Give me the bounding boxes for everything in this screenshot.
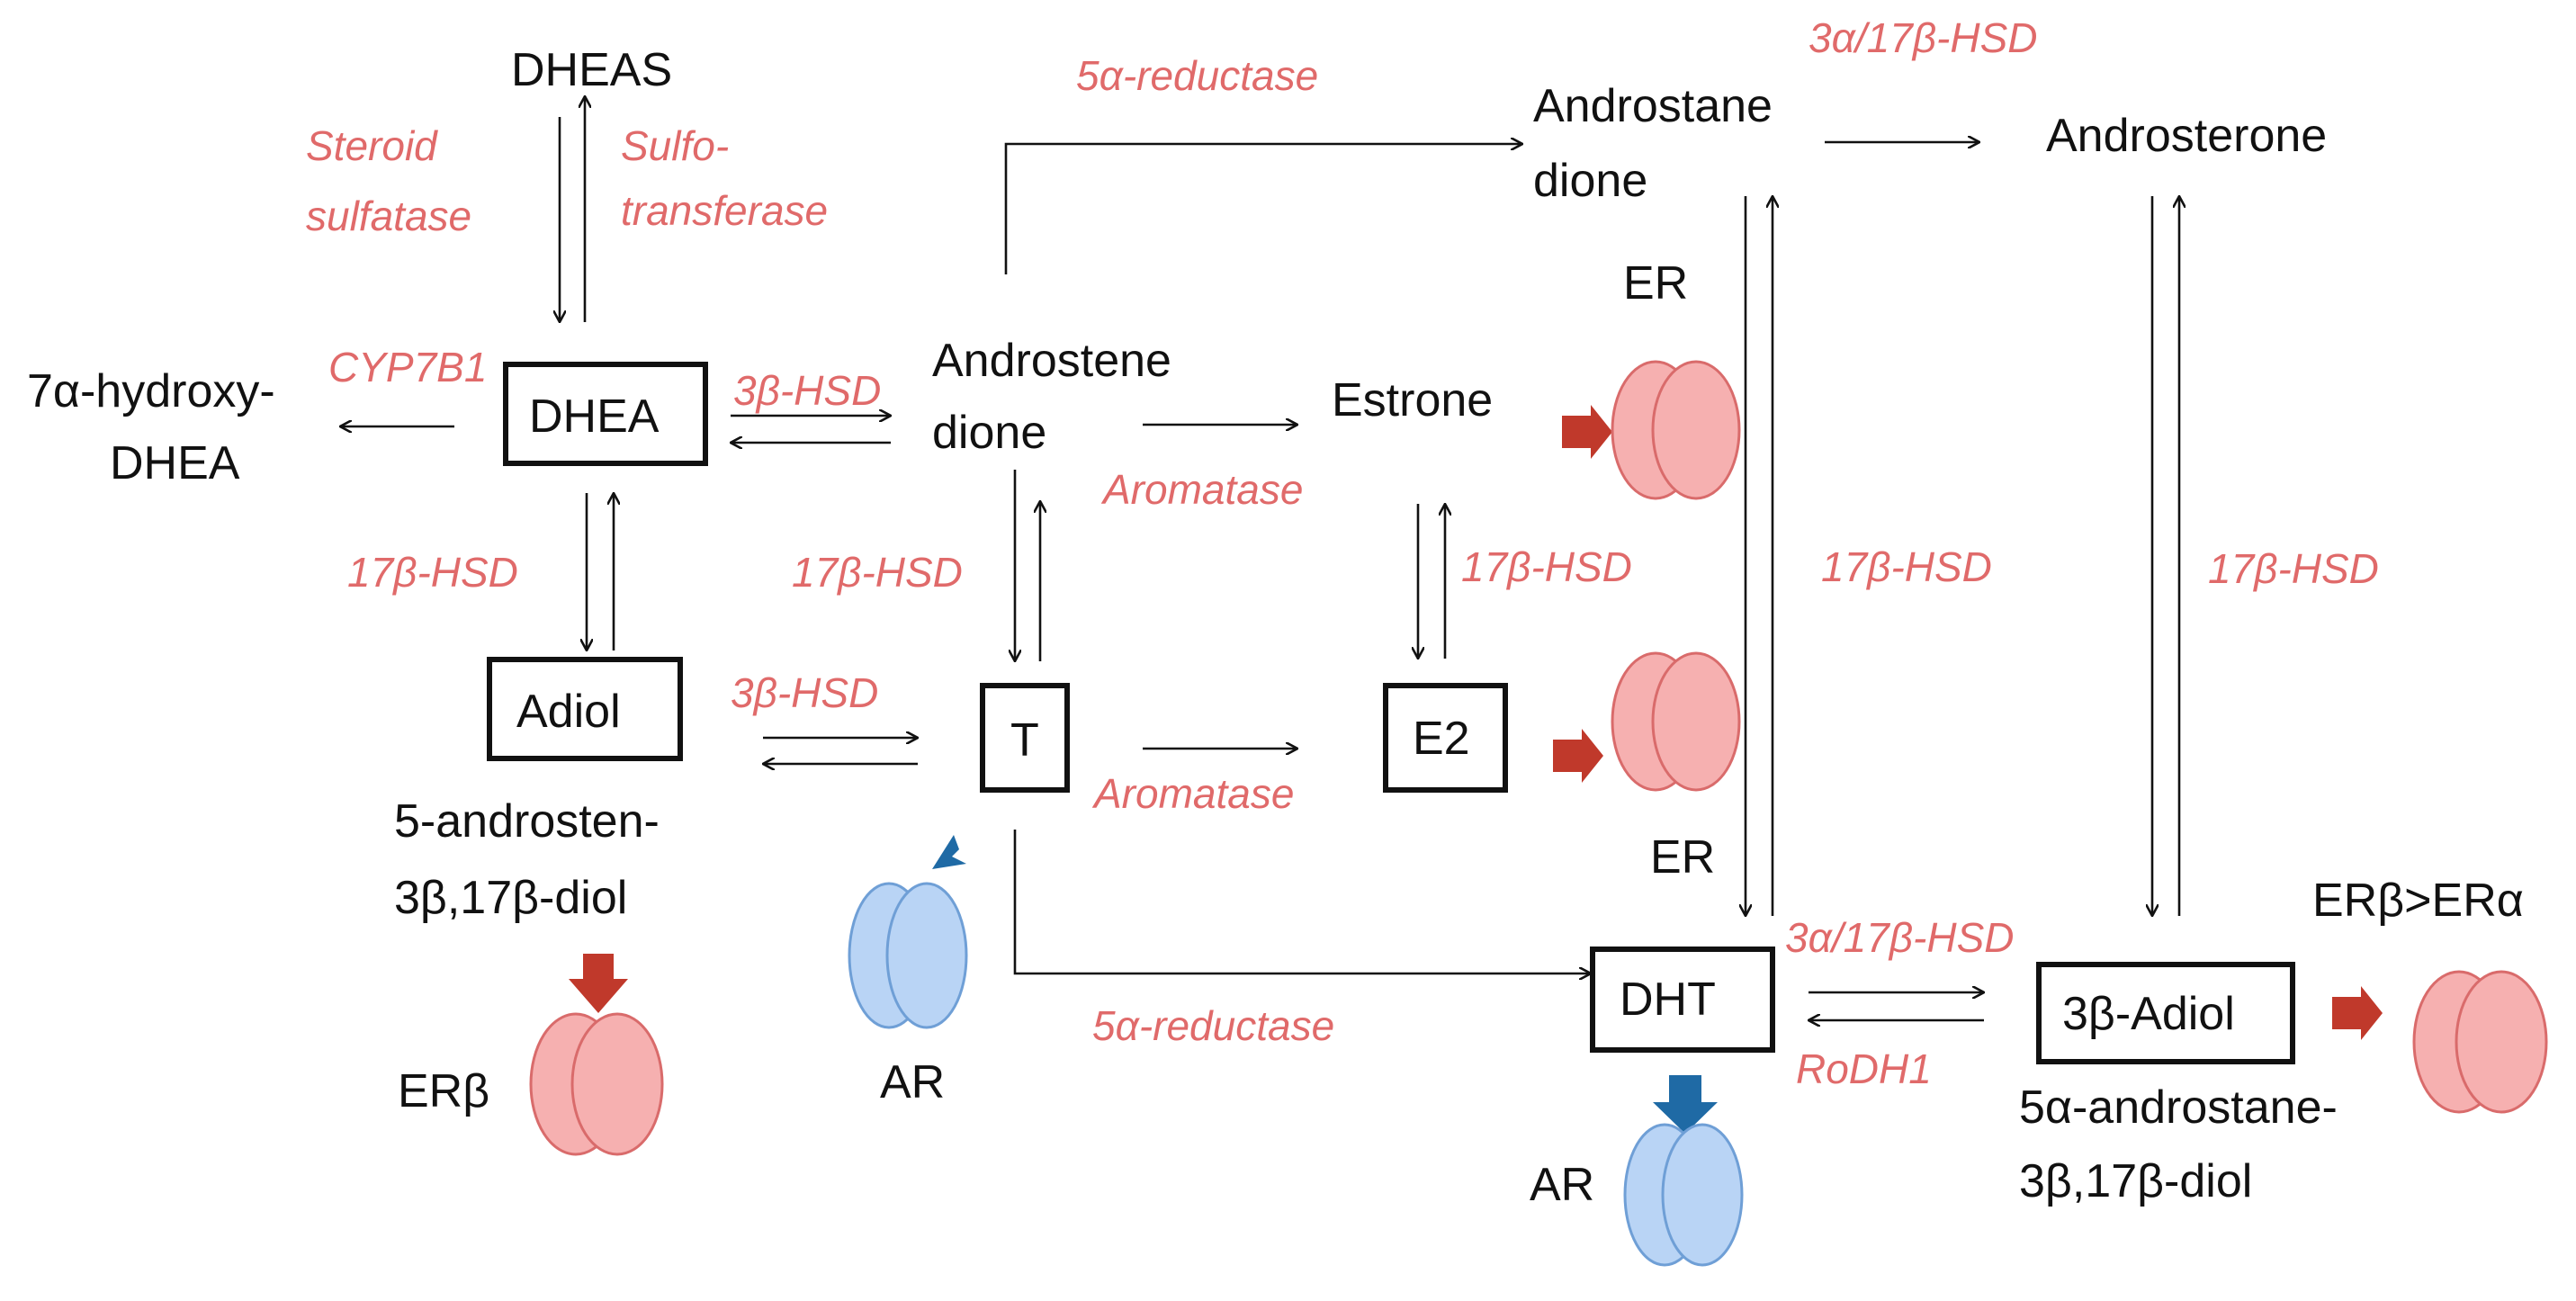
erb-era-label: ERβ>ERα [2312, 875, 2524, 927]
t-label: T [1010, 714, 1039, 767]
hsd17b-androstanedione-label: 17β-HSD [1821, 543, 1992, 590]
reaction-arrows [340, 96, 2179, 1020]
ar-label-t: AR [880, 1056, 945, 1108]
steroid-sulfatase-line2: sulfatase [306, 193, 471, 239]
dhea-box [503, 362, 708, 466]
er-label-estrone: ER [1623, 257, 1688, 310]
arrow-androstenedione-to-androstanedione [1004, 144, 1522, 274]
hsd17b-androstenedione-label: 17β-HSD [792, 549, 963, 596]
androstenedione-label-line2: dione [932, 407, 1046, 459]
er-arrow-adiol [569, 954, 628, 1013]
adiol-name-line1: 5-androsten- [394, 795, 660, 848]
e2-label: E2 [1413, 713, 1470, 765]
er-beta-receptor [529, 1012, 664, 1156]
adiol-name-line2: 3β,17β-diol [394, 872, 627, 924]
aromatase-bottom-label: Aromatase [1091, 770, 1294, 817]
dht-box [1590, 947, 1775, 1053]
adiol-label: Adiol [516, 686, 621, 738]
compound-labels: DHEAS DHEA 7α-hydroxy- DHEA Androstene d… [27, 44, 2338, 1207]
enzyme-labels: Steroid sulfatase Sulfo- transferase CYP… [306, 14, 2379, 1092]
steroid-sulfatase-line1: Steroid [306, 122, 438, 169]
androstanedione-label-line1: Androstane [1533, 80, 1773, 132]
hsd17b-dhea-label: 17β-HSD [347, 549, 518, 596]
ar-arrow-dht [1653, 1075, 1718, 1134]
ar-receptor-t [848, 882, 968, 1029]
t-box [980, 683, 1070, 793]
estrone-label: Estrone [1332, 374, 1493, 426]
androstenedione-label-line1: Androstene [932, 335, 1171, 387]
hsd17b-androsterone-label: 17β-HSD [2208, 545, 2379, 592]
3b-adiol-box [2036, 962, 2295, 1064]
er-receptor-estrone [1611, 360, 1741, 500]
er-receptor-e2 [1611, 651, 1741, 792]
er-arrow-3b-adiol [2332, 986, 2383, 1040]
sulfotransferase-line1: Sulfo- [621, 122, 729, 169]
cyp7b1-label: CYP7B1 [328, 344, 487, 390]
hydroxy-dhea-label-line2: DHEA [110, 437, 240, 489]
reductase-bottom-label: 5α-reductase [1092, 1002, 1334, 1049]
3b-adiol-label: 3β-Adiol [2062, 988, 2235, 1040]
hsd3b-adiol-label: 3β-HSD [731, 669, 878, 716]
dhea-label: DHEA [529, 390, 660, 443]
arrow-t-to-dht [1013, 830, 1591, 974]
receptor-labels: ER ER ERβ AR AR ERβ>ERα [398, 257, 2524, 1211]
rodh1-label: RoDH1 [1796, 1045, 1932, 1092]
androsterone-label: Androsterone [2046, 110, 2327, 162]
dht-label: DHT [1620, 974, 1716, 1026]
binding-arrows [569, 405, 2383, 1134]
er-receptor-3b-adiol [2412, 970, 2548, 1114]
e2-box [1383, 683, 1508, 793]
adiol-box [487, 657, 683, 761]
er-beta-label: ERβ [398, 1065, 489, 1117]
dheas-label: DHEAS [511, 44, 672, 96]
hsd17b-estrone-label: 17β-HSD [1461, 543, 1632, 590]
ar-receptor-dht [1623, 1123, 1744, 1267]
3b-adiol-name-line1: 5α-androstane- [2019, 1081, 2338, 1134]
hydroxy-dhea-label-line1: 7α-hydroxy- [27, 365, 275, 417]
reductase-top-label: 5α-reductase [1076, 52, 1318, 99]
hsd3a17b-top-label: 3α/17β-HSD [1809, 14, 2037, 61]
er-label-dht: ER [1650, 831, 1715, 884]
ar-label-dht: AR [1530, 1159, 1594, 1211]
hsd3a17b-bottom-label: 3α/17β-HSD [1785, 914, 2014, 961]
compound-boxes [487, 362, 2295, 1064]
er-arrow-estrone [1562, 405, 1612, 459]
aromatase-top-label: Aromatase [1100, 466, 1303, 513]
hsd3b-dhea-label: 3β-HSD [733, 367, 881, 414]
sulfotransferase-line2: transferase [621, 187, 828, 234]
er-arrow-e2 [1553, 729, 1603, 783]
receptors [529, 360, 2548, 1267]
androstanedione-label-line2: dione [1533, 155, 1647, 207]
3b-adiol-name-line2: 3β,17β-diol [2019, 1155, 2252, 1207]
ar-arrow-t [932, 832, 976, 869]
